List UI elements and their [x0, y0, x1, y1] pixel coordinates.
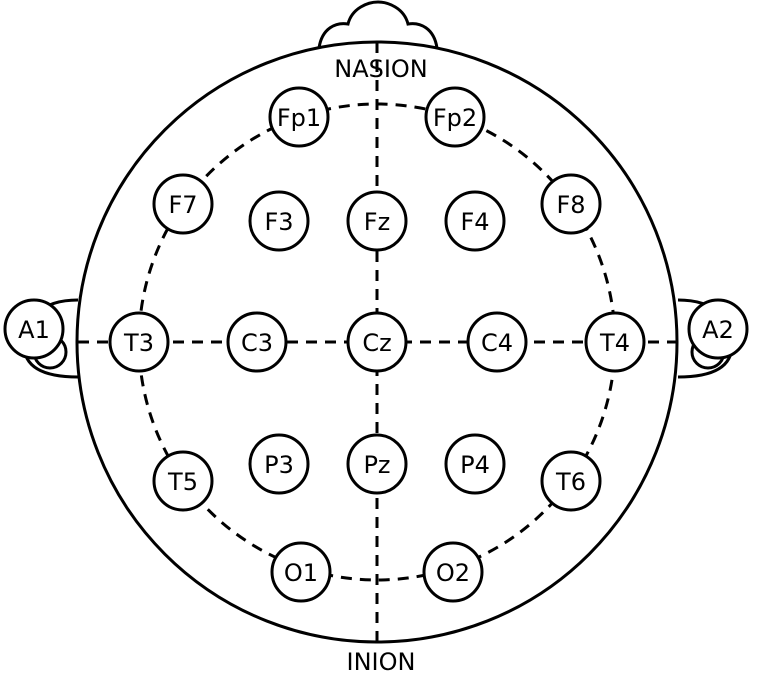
electrode-label: T6: [555, 468, 586, 496]
electrode-label: A1: [18, 316, 50, 344]
electrode-T4: T4: [584, 311, 646, 373]
electrode-C4: C4: [466, 311, 528, 373]
electrode-label: P4: [460, 451, 490, 479]
electrode-Fp1: Fp1: [268, 86, 330, 148]
electrode-F4: F4: [444, 190, 506, 252]
electrode-label: F3: [264, 208, 293, 236]
electrode-label: O2: [436, 559, 470, 587]
electrode-label: T5: [167, 468, 198, 496]
electrode-P3: P3: [248, 433, 310, 495]
electrode-A2: A2: [687, 298, 749, 360]
electrode-F8: F8: [540, 173, 602, 235]
electrode-C3: C3: [226, 311, 288, 373]
electrode-T5: T5: [152, 450, 214, 512]
electrode-label: Fz: [364, 208, 390, 236]
electrode-label: F7: [168, 191, 197, 219]
electrode-label: Fp1: [277, 104, 321, 132]
electrode-label: Cz: [362, 329, 391, 357]
electrode-label: Fp2: [433, 104, 477, 132]
electrode-label: P3: [264, 451, 294, 479]
electrode-A1: A1: [3, 298, 65, 360]
electrode-label: Pz: [363, 451, 390, 479]
inion-label: INION: [347, 648, 416, 676]
electrode-Pz: Pz: [346, 433, 408, 495]
electrode-label: F8: [556, 191, 585, 219]
electrode-T3: T3: [108, 311, 170, 373]
electrode-Fp2: Fp2: [424, 86, 486, 148]
electrode-Cz: Cz: [346, 311, 408, 373]
electrode-O1: O1: [270, 541, 332, 603]
electrode-label: C3: [241, 329, 273, 357]
electrode-label: C4: [481, 329, 513, 357]
electrode-O2: O2: [422, 541, 484, 603]
electrode-label: T4: [599, 329, 630, 357]
electrode-Fz: Fz: [346, 190, 408, 252]
electrode-F7: F7: [152, 173, 214, 235]
electrode-label: A2: [702, 316, 734, 344]
electrode-label: F4: [460, 208, 489, 236]
electrode-label: O1: [284, 559, 318, 587]
electrode-P4: P4: [444, 433, 506, 495]
electrode-T6: T6: [540, 450, 602, 512]
nose-outline: [317, 0, 439, 49]
electrode-label: T3: [123, 329, 154, 357]
nasion-label: NASION: [334, 55, 428, 83]
electrode-F3: F3: [248, 190, 310, 252]
